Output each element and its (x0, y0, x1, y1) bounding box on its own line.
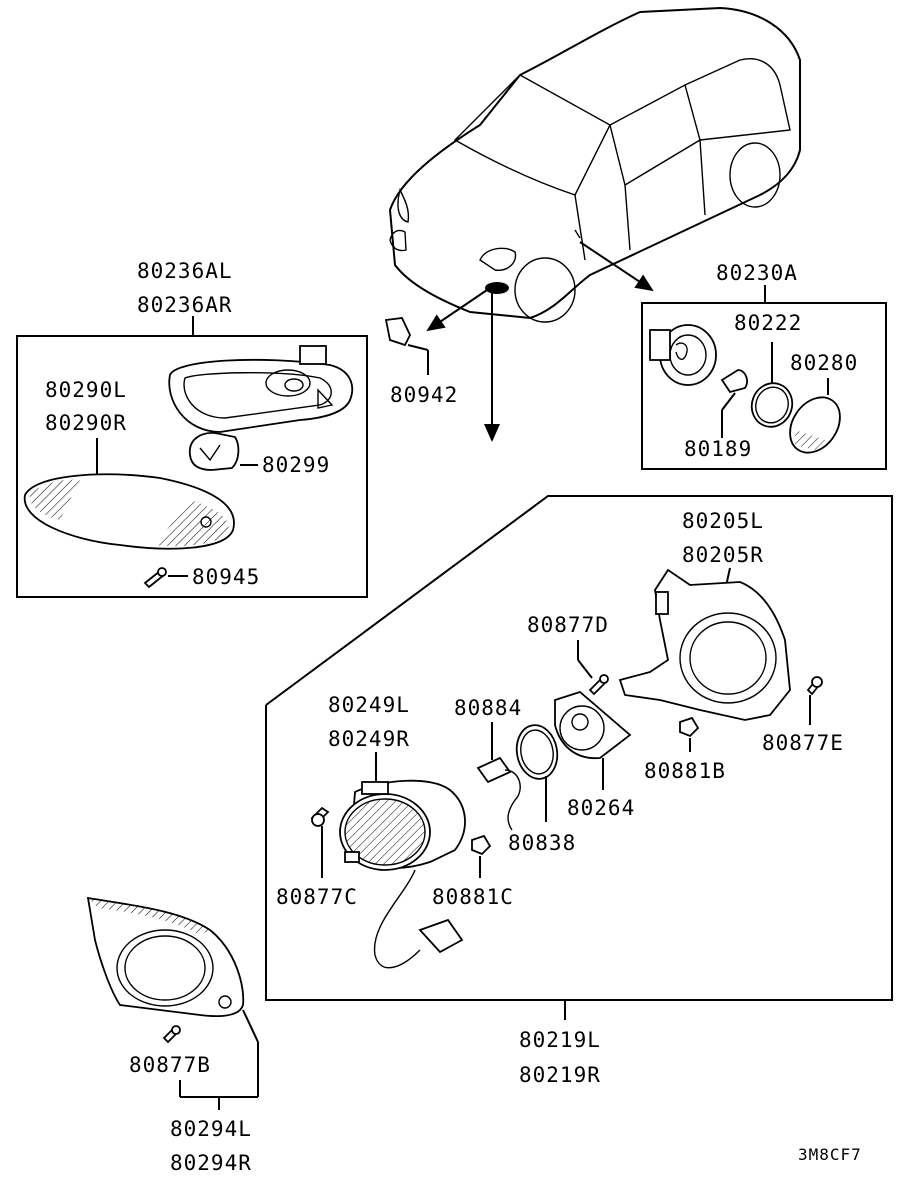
label-80249L: 80249L (328, 693, 410, 717)
bulb-80884-drawing (476, 756, 521, 831)
label-80230A: 80230A (716, 261, 798, 285)
bezel-80294-drawing (86, 896, 245, 1018)
bezel-80294-group: 80877B 80294L 80294R (86, 896, 259, 1175)
label-80942: 80942 (390, 383, 458, 407)
label-80236AL: 80236AL (137, 259, 233, 283)
fog-lamp-group: 80219L 80219R 80205L 80205R 80877D 80877… (265, 495, 893, 1087)
screw-80877E-drawing (806, 676, 823, 696)
label-80219L: 80219L (519, 1028, 601, 1052)
bulb-80189-drawing (720, 369, 748, 394)
screw-80877D-drawing (588, 674, 609, 696)
label-80290R: 80290R (45, 411, 127, 435)
label-80294L: 80294L (170, 1117, 252, 1141)
label-80299: 80299 (262, 453, 330, 477)
side-turn-lamp-box (16, 335, 368, 598)
side-marker-housing-drawing (649, 324, 717, 386)
screw-80877C-drawing (310, 806, 330, 827)
bulb-80299-drawing (188, 432, 240, 471)
label-80881C: 80881C (432, 885, 514, 909)
screw-80877B-drawing (162, 1025, 181, 1044)
label-80249R: 80249R (328, 727, 410, 751)
side-marker-box (641, 302, 887, 470)
label-80236AR: 80236AR (137, 293, 233, 317)
label-80945: 80945 (192, 565, 260, 589)
label-80205L: 80205L (682, 509, 764, 533)
screw-80945-drawing (143, 567, 167, 589)
lens-80280-drawing (789, 396, 841, 454)
label-80290L: 80290L (45, 378, 127, 402)
gasket-80222-drawing (750, 382, 794, 428)
label-80877E: 80877E (762, 731, 844, 755)
car-illustration (388, 6, 801, 442)
clip-80942: 80942 (384, 317, 458, 407)
label-80222: 80222 (734, 311, 802, 335)
label-80294R: 80294R (170, 1151, 252, 1175)
fog-lamp-80249-drawing (339, 779, 466, 969)
label-80189: 80189 (684, 437, 752, 461)
side-marker-group: 80230A 80222 80280 80189 (641, 261, 887, 470)
side-turn-lamp-group: 80236AL 80236AR 80290L 80290R 8 (16, 259, 368, 598)
nut-80881B-drawing (679, 716, 700, 738)
label-80280: 80280 (790, 351, 858, 375)
label-80877B: 80877B (129, 1053, 211, 1077)
ring-80838-drawing (515, 724, 559, 780)
label-80877D: 80877D (527, 613, 609, 637)
label-80264: 80264 (567, 796, 635, 820)
label-80838: 80838 (508, 831, 576, 855)
label-80219R: 80219R (519, 1063, 601, 1087)
label-80881B: 80881B (644, 759, 726, 783)
nut-80881C-drawing (471, 834, 492, 856)
bracket-80205-drawing (618, 568, 791, 721)
fog-lamp-box (265, 495, 893, 1001)
label-80877C: 80877C (276, 885, 358, 909)
lamp-lens-drawing (23, 473, 235, 550)
cover-80264-drawing (554, 690, 632, 759)
label-80884: 80884 (454, 696, 522, 720)
lamp-housing-drawing (168, 345, 354, 433)
diagram-code: 3M8CF7 (798, 1145, 862, 1164)
label-80205R: 80205R (682, 543, 764, 567)
